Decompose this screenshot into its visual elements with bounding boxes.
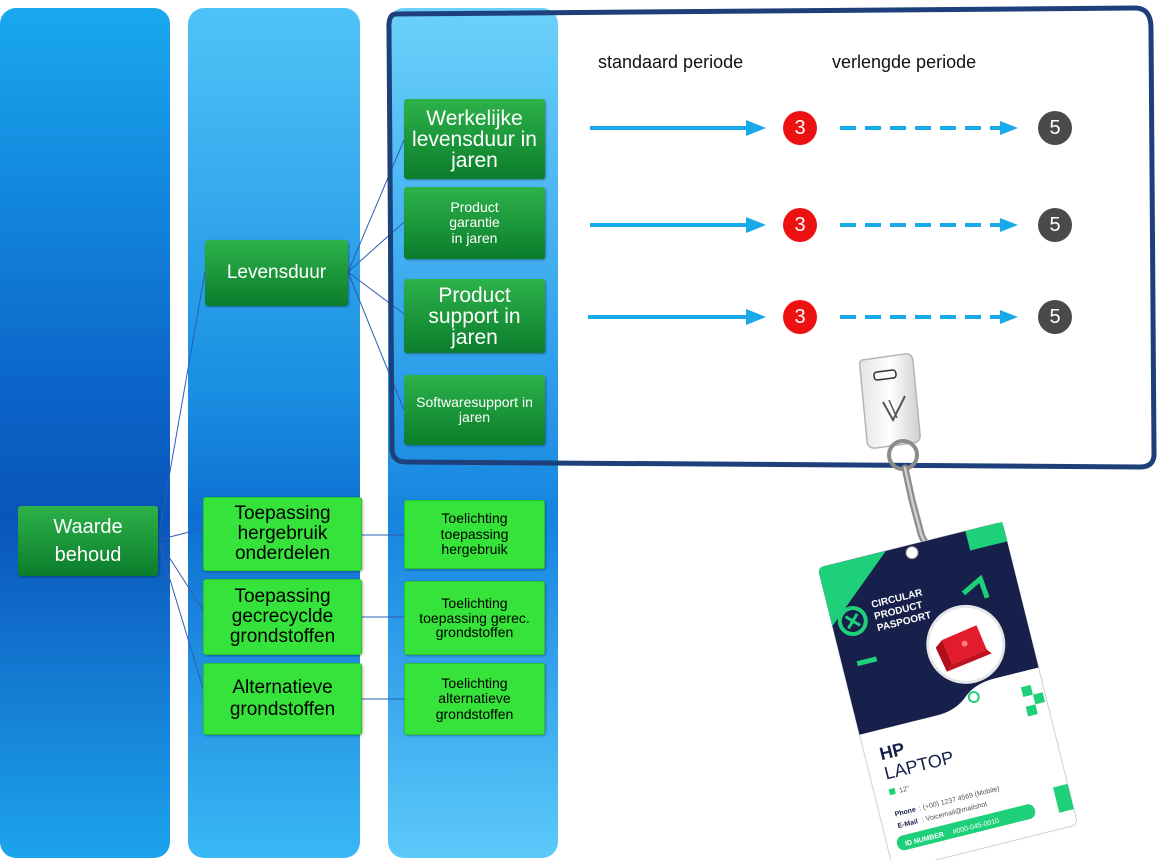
- node-werkelijke-levensduur: Werkelijke levensduur in jaren: [404, 99, 545, 179]
- standard-period-value: 3: [783, 111, 817, 145]
- standard-period-value: 3: [783, 300, 817, 334]
- header-standaard-periode: standaard periode: [598, 52, 744, 72]
- node-label: Product garantie in jaren: [449, 198, 500, 246]
- connector: [157, 539, 206, 614]
- node-label: Softwaresupport in jaren: [416, 393, 533, 425]
- node-alternatieve-grondstoffen: Alternatieve grondstoffen: [203, 663, 362, 735]
- node-toelichting-hergebruik: Toelichting toepassing hergebruik: [404, 500, 545, 569]
- node-toepassing-hergebruik: Toepassing hergebruik onderdelen: [203, 497, 362, 571]
- connector: [347, 271, 405, 315]
- connector: [157, 527, 206, 541]
- node-label: Levensduur: [226, 261, 327, 283]
- node-label: Waarde behoud: [53, 516, 123, 566]
- node-label: Toelichting toepassing gerec. grondstoff…: [419, 594, 530, 641]
- extended-period-value: 5: [1038, 300, 1072, 334]
- node-levensduur: Levensduur: [205, 240, 348, 306]
- node-toelichting-alternatieve: Toelichting alternatieve grondstoffen: [404, 663, 545, 735]
- connector: [347, 271, 405, 411]
- column-root: [0, 8, 170, 858]
- node-label: Alternatieve grondstoffen: [229, 677, 336, 720]
- connector: [347, 221, 405, 273]
- header-verlengde-periode: verlengde periode: [832, 52, 977, 72]
- node-label: Product support in jaren: [428, 283, 521, 349]
- node-label: Toepassing hergebruik onderdelen: [234, 503, 331, 564]
- lanyard-clip-icon: [859, 353, 944, 560]
- arrows: [588, 120, 1018, 325]
- extended-period-value: 5: [1038, 208, 1072, 242]
- node-product-support: Product support in jaren: [404, 279, 545, 353]
- badge-size: 12": [899, 785, 911, 794]
- node-label: Toelichting alternatieve grondstoffen: [435, 674, 514, 722]
- highlight-frame: [386, 5, 1157, 470]
- standard-period-value: 3: [783, 208, 817, 242]
- node-softwaresupport: Softwaresupport in jaren: [404, 375, 545, 445]
- node-label: Werkelijke levensduur in jaren: [412, 106, 537, 172]
- badge-email-label: E-Mail: [897, 818, 919, 830]
- node-waarde-behoud: Waarde behoud: [18, 506, 158, 576]
- connector: [157, 271, 206, 541]
- node-toelichting-gerecycled: Toelichting toepassing gerec. grondstoff…: [404, 581, 545, 655]
- laptop-icon: [935, 625, 992, 672]
- node-product-garantie: Product garantie in jaren: [404, 187, 545, 259]
- node-label: Toepassing gecrecyclde grondstoffen: [229, 586, 336, 647]
- extended-period-value: 5: [1038, 111, 1072, 145]
- badge-phone-label: Phone: [894, 806, 917, 818]
- connector: [157, 539, 206, 696]
- node-toepassing-gerecycled: Toepassing gecrecyclde grondstoffen: [203, 579, 362, 655]
- connector: [347, 139, 405, 273]
- node-label: Toelichting toepassing hergebruik: [440, 510, 509, 558]
